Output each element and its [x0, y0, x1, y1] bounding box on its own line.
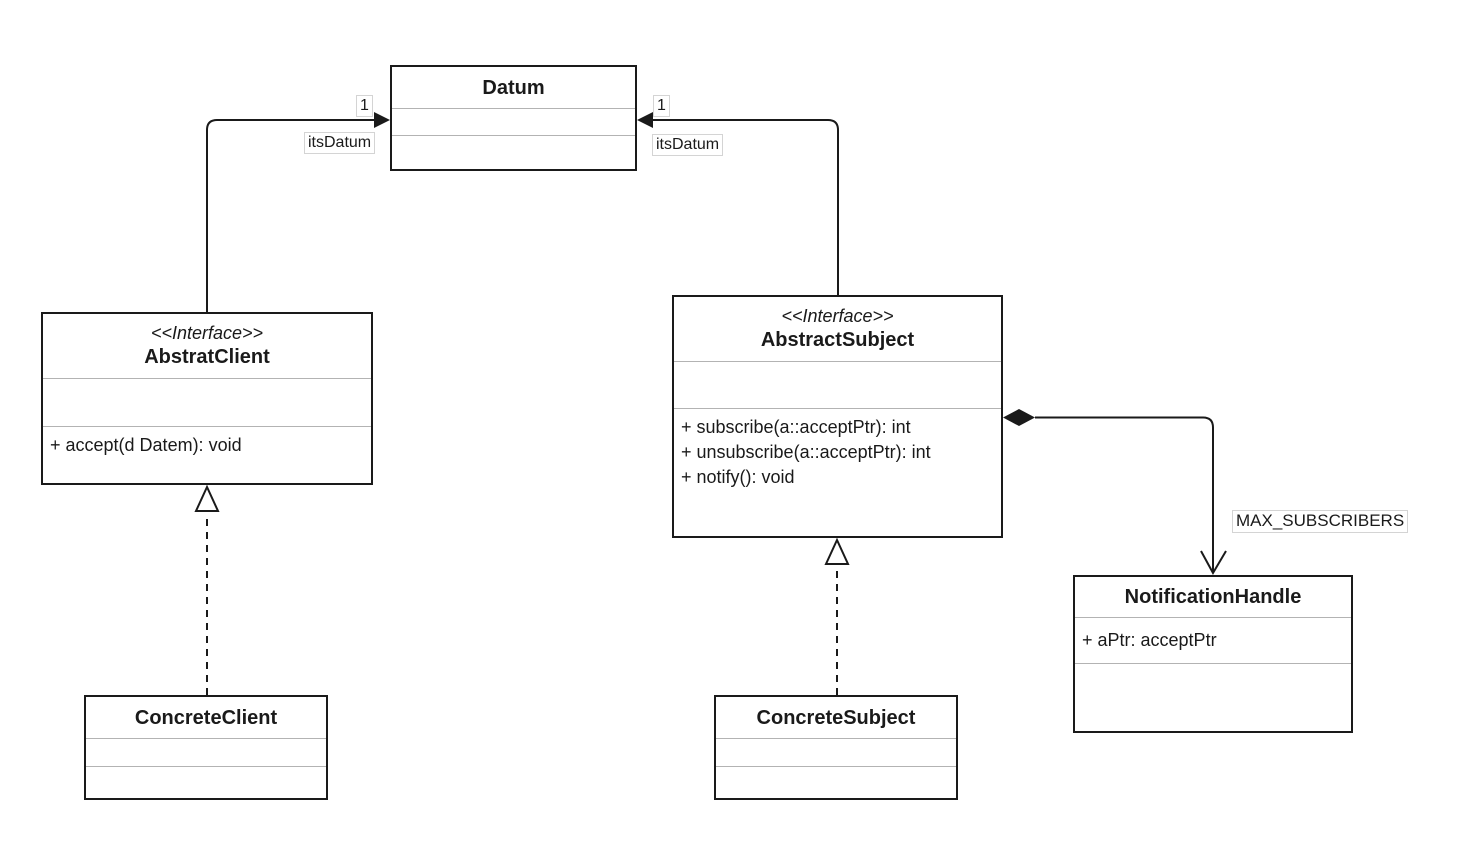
attributes-section [674, 361, 1001, 408]
attributes-section [392, 108, 635, 135]
attributes-section [86, 738, 326, 766]
class-stereotype: <<Interface>> [150, 323, 264, 344]
methods-section [1075, 663, 1351, 731]
methods-section: + subscribe(a::acceptPtr): int + unsubsc… [674, 408, 1001, 536]
attribute: + aPtr: acceptPtr [1082, 630, 1217, 650]
role-label: itsDatum [304, 132, 376, 154]
class-abstract-subject: <<Interface>> AbstractSubject + subscrib… [672, 295, 1003, 538]
multiplicity-label: 1 [356, 95, 373, 117]
association-client-datum [206, 112, 390, 312]
generalization-triangle-icon [194, 484, 220, 512]
methods-section: + accept(d Datem): void [43, 426, 371, 483]
arrowhead-open-down-icon [1200, 550, 1227, 576]
composition-subject-notificationhandle [1003, 409, 1227, 576]
attributes-section [43, 378, 371, 426]
class-notification-handle: NotificationHandle + aPtr: acceptPtr [1073, 575, 1353, 733]
class-name: AbstractSubject [760, 328, 915, 351]
realization-concreteclient-abstractclient [194, 484, 220, 695]
class-name: NotificationHandle [1124, 586, 1302, 608]
methods-section [86, 766, 326, 798]
composition-role-label: MAX_SUBSCRIBERS [1232, 510, 1409, 533]
methods-section [716, 766, 956, 798]
class-name: ConcreteSubject [756, 706, 916, 729]
generalization-triangle-icon [824, 537, 850, 565]
role-label: itsDatum [652, 134, 724, 156]
method: + unsubscribe(a::acceptPtr): int [681, 442, 931, 462]
association-subject-datum [637, 112, 839, 295]
multiplicity-label: 1 [653, 95, 670, 117]
method: + notify(): void [681, 467, 795, 487]
class-datum: Datum [390, 65, 637, 171]
realization-concretesubject-abstractsubject [824, 537, 850, 695]
class-concrete-client: ConcreteClient [84, 695, 328, 800]
class-stereotype: <<Interface>> [781, 306, 894, 327]
attributes-section [716, 738, 956, 766]
attributes-section: + aPtr: acceptPtr [1075, 617, 1351, 663]
class-name: AbstratClient [144, 345, 270, 368]
class-name: Datum [482, 76, 545, 99]
class-name: ConcreteClient [134, 706, 278, 729]
composition-diamond-icon [1003, 409, 1035, 426]
class-concrete-subject: ConcreteSubject [714, 695, 958, 800]
method: + subscribe(a::acceptPtr): int [681, 417, 911, 437]
arrowhead-filled-right-icon [374, 112, 390, 128]
class-abstract-client: <<Interface>> AbstratClient + accept(d D… [41, 312, 373, 485]
methods-section [392, 135, 635, 169]
arrowhead-filled-left-icon [637, 112, 653, 128]
method: + accept(d Datem): void [50, 435, 242, 455]
